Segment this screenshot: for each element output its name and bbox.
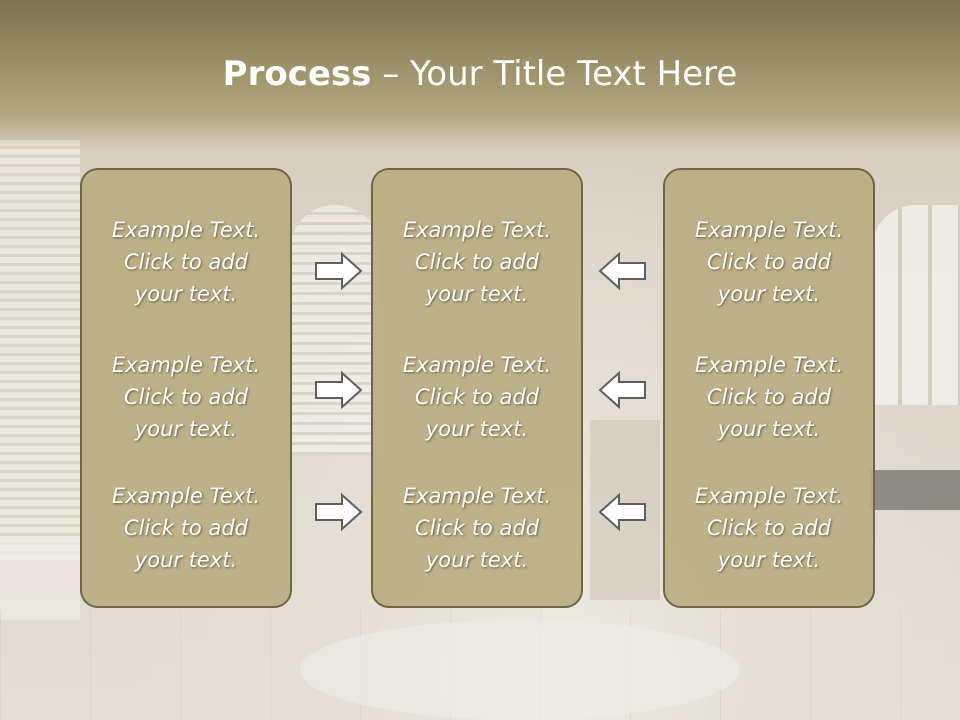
background-window-left xyxy=(0,140,80,560)
text-line: Example Text. xyxy=(402,484,552,508)
text-line: your text. xyxy=(134,282,238,306)
text-placeholder[interactable]: Example Text. Click to add your text. xyxy=(82,349,290,445)
arrow-right-icon xyxy=(315,492,363,532)
text-line: Example Text. xyxy=(694,484,844,508)
text-line: Click to add xyxy=(706,385,831,409)
background-counter xyxy=(870,470,960,510)
arrow-left-icon xyxy=(598,251,646,291)
text-line: your text. xyxy=(717,548,821,572)
text-placeholder[interactable]: Example Text. Click to add your text. xyxy=(373,214,581,310)
text-line: Example Text. xyxy=(694,218,844,242)
text-line: Click to add xyxy=(123,250,248,274)
text-box-center[interactable]: Example Text. Click to add your text. Ex… xyxy=(371,168,583,608)
text-placeholder[interactable]: Example Text. Click to add your text. xyxy=(665,480,873,576)
text-line: your text. xyxy=(134,548,238,572)
text-line: Example Text. xyxy=(111,484,261,508)
text-line: Click to add xyxy=(123,385,248,409)
text-line: Example Text. xyxy=(402,218,552,242)
arrow-left-icon xyxy=(598,492,646,532)
text-line: Click to add xyxy=(414,250,539,274)
text-line: your text. xyxy=(425,417,529,441)
arrow-right-icon xyxy=(315,370,363,410)
slide-title[interactable]: Process – Your Title Text Here xyxy=(0,52,960,96)
text-line: Example Text. xyxy=(694,353,844,377)
text-line: Click to add xyxy=(706,250,831,274)
background-tub xyxy=(0,540,80,620)
text-placeholder[interactable]: Example Text. Click to add your text. xyxy=(665,349,873,445)
text-line: your text. xyxy=(717,417,821,441)
text-placeholder[interactable]: Example Text. Click to add your text. xyxy=(82,480,290,576)
title-rest: Your Title Text Here xyxy=(410,54,738,94)
header-band xyxy=(0,0,960,150)
title-dash: – xyxy=(371,54,411,94)
text-placeholder[interactable]: Example Text. Click to add your text. xyxy=(373,480,581,576)
text-line: Example Text. xyxy=(111,218,261,242)
background-window-right xyxy=(872,205,960,405)
text-line: your text. xyxy=(425,548,529,572)
text-line: Click to add xyxy=(414,516,539,540)
text-line: Click to add xyxy=(706,516,831,540)
text-line: Click to add xyxy=(123,516,248,540)
text-line: your text. xyxy=(425,282,529,306)
text-box-left[interactable]: Example Text. Click to add your text. Ex… xyxy=(80,168,292,608)
arrow-right-icon xyxy=(315,251,363,291)
text-line: Example Text. xyxy=(111,353,261,377)
text-placeholder[interactable]: Example Text. Click to add your text. xyxy=(82,214,290,310)
background-rug xyxy=(300,620,740,720)
text-placeholder[interactable]: Example Text. Click to add your text. xyxy=(665,214,873,310)
text-line: Click to add xyxy=(414,385,539,409)
text-placeholder[interactable]: Example Text. Click to add your text. xyxy=(373,349,581,445)
background-window-arched xyxy=(290,205,380,455)
text-line: your text. xyxy=(134,417,238,441)
arrow-left-icon xyxy=(598,370,646,410)
text-box-right[interactable]: Example Text. Click to add your text. Ex… xyxy=(663,168,875,608)
text-line: your text. xyxy=(717,282,821,306)
title-strong: Process xyxy=(222,54,372,94)
text-line: Example Text. xyxy=(402,353,552,377)
